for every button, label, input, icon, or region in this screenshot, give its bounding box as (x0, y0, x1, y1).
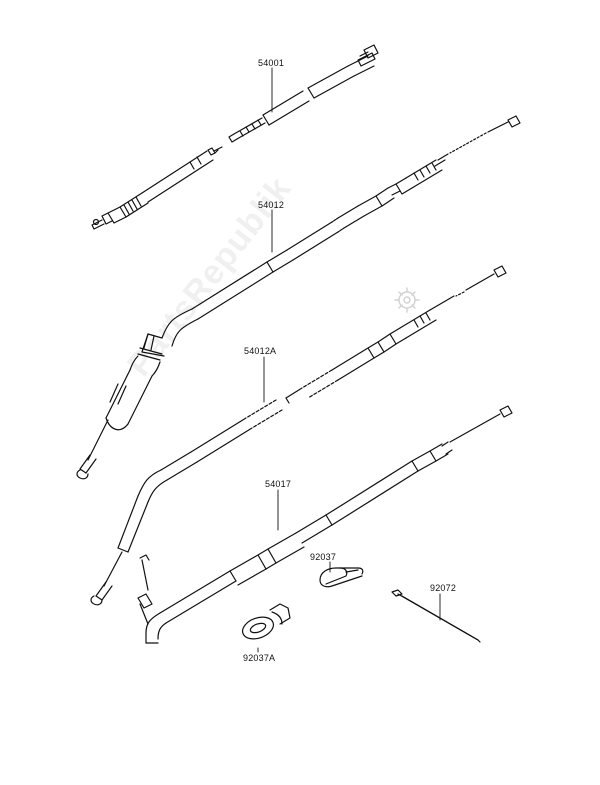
leader-lines (257, 67, 441, 653)
clip-92037 (319, 567, 364, 588)
label-54001: 54001 (258, 58, 285, 68)
label-54012A: 54012A (244, 346, 277, 356)
cable-tie-92072 (391, 589, 481, 643)
cable-54012A (90, 265, 507, 606)
label-54017: 54017 (265, 479, 292, 489)
label-92072: 92072 (430, 583, 457, 593)
label-92037: 92037 (310, 552, 337, 562)
cable-54012 (76, 115, 521, 480)
label-92037A: 92037A (243, 653, 276, 663)
cable-54017 (137, 405, 513, 644)
cable-54001 (91, 44, 379, 230)
gear-logo-icon (394, 287, 420, 313)
label-54012: 54012 (258, 200, 285, 210)
grommet-92037A (241, 603, 291, 640)
